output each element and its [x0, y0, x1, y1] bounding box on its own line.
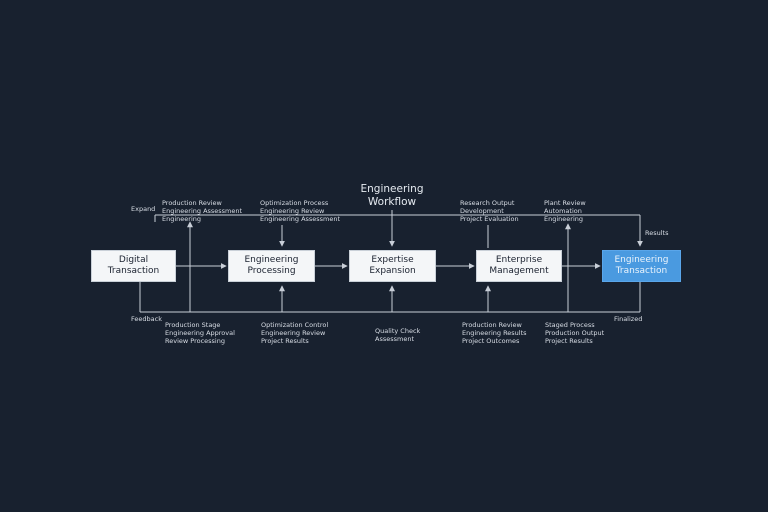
- node-label-line1: Engineering: [244, 255, 299, 265]
- diagram-title-line2: Workflow: [367, 196, 417, 208]
- node-label-line2: Transaction: [107, 266, 160, 276]
- node-label-line1: Digital: [118, 255, 149, 265]
- node-engineering-processing: Engineering Processing: [228, 250, 315, 282]
- bottom-label-1: Feedback: [131, 315, 162, 323]
- node-label-line2: Expansion: [369, 266, 416, 276]
- diagram-title-line1: Engineering: [360, 183, 424, 195]
- label-line: Assessment: [375, 335, 414, 343]
- node-digital-transaction: Digital Transaction: [91, 250, 176, 282]
- node-label-line2: Management: [489, 266, 549, 276]
- label-line: Optimization Control: [261, 321, 329, 329]
- label-line: Engineering: [162, 215, 201, 223]
- label-line: Project Evaluation: [460, 215, 519, 223]
- label-line: Engineering Results: [462, 329, 527, 337]
- label-line: Engineering Review: [261, 329, 326, 337]
- label-line: Development: [460, 207, 504, 215]
- label-line: Production Stage: [165, 321, 221, 329]
- label-line: Engineering Assessment: [162, 207, 243, 215]
- bottom-label-7: Finalized: [614, 315, 642, 323]
- label-line: Production Output: [545, 329, 605, 337]
- label-line: Automation: [544, 207, 582, 215]
- label-line: Results: [645, 229, 669, 237]
- label-line: Plant Review: [544, 199, 586, 207]
- node-label-line1: Enterprise: [495, 255, 543, 265]
- label-line: Review Processing: [165, 337, 225, 345]
- label-line: Engineering Assessment: [260, 215, 341, 223]
- label-line: Optimization Process: [260, 199, 329, 207]
- bottom-label-5: Production Review Engineering Results Pr…: [462, 321, 527, 345]
- bottom-label-3: Optimization Control Engineering Review …: [261, 321, 328, 345]
- label-line: Project Outcomes: [462, 337, 520, 345]
- label-line: Staged Process: [545, 321, 595, 329]
- node-label-line2: Transaction: [615, 266, 668, 276]
- node-expertise-expansion: Expertise Expansion: [349, 250, 436, 282]
- bottom-label-4: Quality Check Assessment: [375, 327, 420, 343]
- label-line: Finalized: [614, 315, 643, 323]
- node-label-line1: Engineering: [614, 255, 669, 265]
- node-label-line2: Processing: [247, 266, 296, 276]
- top-label-2: Production Review Engineering Assessment…: [162, 199, 242, 223]
- top-label-4: Research Output Development Project Eval…: [460, 199, 519, 223]
- label-line: Research Output: [460, 199, 515, 207]
- label-line: Production Review: [462, 321, 522, 329]
- node-label-line1: Expertise: [371, 255, 414, 265]
- label-line: Production Review: [162, 199, 222, 207]
- label-line: Engineering Approval: [165, 329, 235, 337]
- top-label-1: Expand: [131, 205, 155, 213]
- label-line: Expand: [131, 205, 156, 213]
- top-label-6: Results: [645, 229, 668, 237]
- top-label-3: Optimization Process Engineering Review …: [260, 199, 340, 223]
- diagram-title: Engineering Workflow: [342, 183, 442, 209]
- top-label-5: Plant Review Automation Engineering: [544, 199, 586, 223]
- node-enterprise-management: Enterprise Management: [476, 250, 562, 282]
- label-line: Quality Check: [375, 327, 421, 335]
- label-line: Project Results: [545, 337, 593, 345]
- label-line: Engineering Review: [260, 207, 325, 215]
- label-line: Project Results: [261, 337, 309, 345]
- node-engineering-transaction: Engineering Transaction: [602, 250, 681, 282]
- bottom-label-6: Staged Process Production Output Project…: [545, 321, 604, 345]
- label-line: Engineering: [544, 215, 583, 223]
- label-line: Feedback: [131, 315, 162, 323]
- bottom-label-2: Production Stage Engineering Approval Re…: [165, 321, 235, 345]
